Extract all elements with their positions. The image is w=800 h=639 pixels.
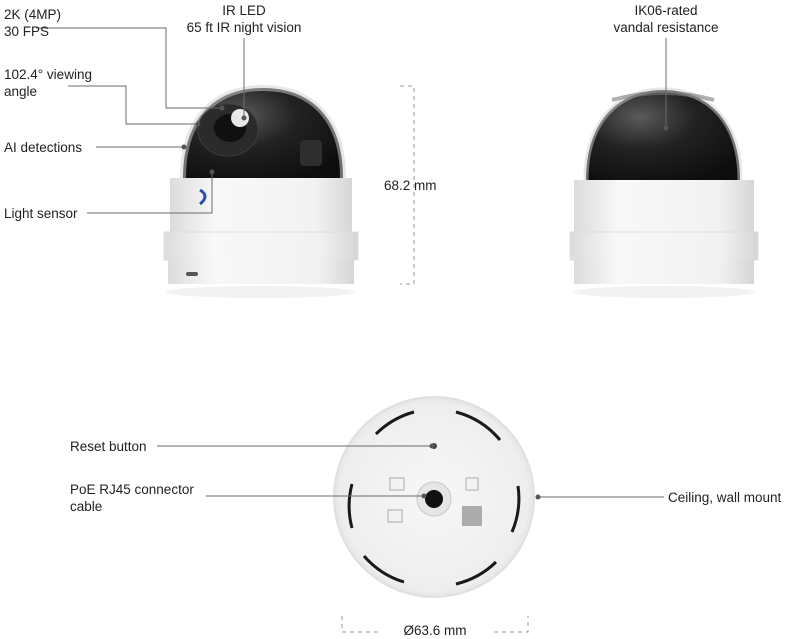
light-sensor-label: Light sensor	[4, 206, 78, 221]
diameter-dimension-line	[341, 616, 529, 633]
camera-bottom-view	[333, 396, 535, 598]
vandal-label-line2: vandal resistance	[613, 20, 719, 35]
ir-led-label-line1: IR LED	[222, 3, 266, 18]
back-camera	[569, 87, 759, 298]
poe-connector-label-line2: cable	[70, 499, 103, 514]
reset-button-label: Reset button	[70, 439, 147, 454]
viewing-angle-label-line2: angle	[4, 84, 38, 99]
leader-lines	[36, 27, 669, 500]
height-dimension-line	[400, 85, 415, 285]
ir-led-label-line2: 65 ft IR night vision	[186, 20, 302, 35]
height-dimension-label: 68.2 mm	[384, 178, 437, 193]
poe-connector-label-line1: PoE RJ45 connector	[70, 482, 194, 497]
mount-label: Ceiling, wall mount	[668, 490, 782, 505]
viewing-angle-label-line1: 102.4° viewing	[4, 67, 92, 82]
vandal-label-line1: IK06-rated	[634, 3, 698, 18]
resolution-label-line1: 2K (4MP)	[4, 7, 62, 22]
ai-detections-label: AI detections	[4, 140, 83, 155]
front-camera	[163, 84, 359, 298]
diameter-label: Ø63.6 mm	[380, 622, 490, 639]
resolution-label-line2: 30 FPS	[4, 24, 50, 39]
